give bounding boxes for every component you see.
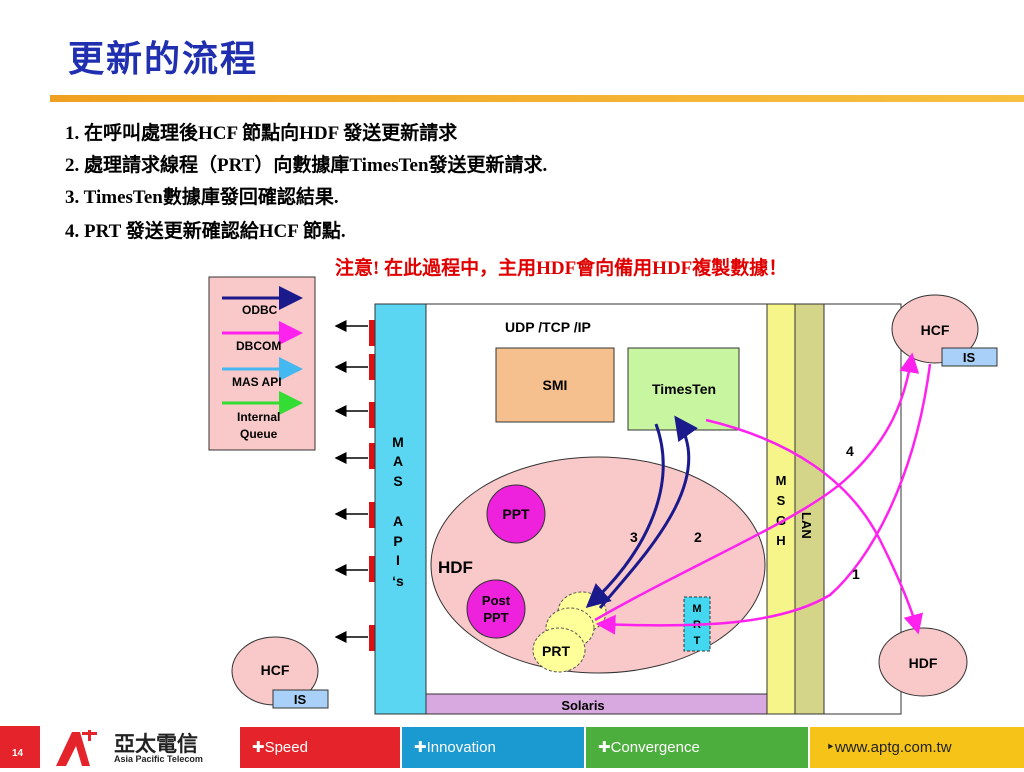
speed-label: ✚Speed [252, 739, 308, 756]
legend-box: ODBC DBCOM MAS API Internal Queue [208, 276, 316, 451]
arrow-3 [585, 423, 665, 608]
website-link[interactable]: ‣www.aptg.com.tw [826, 739, 952, 756]
legend-queue-1: Internal [237, 410, 280, 424]
svg-text:H: H [776, 533, 785, 548]
prt-stack [532, 591, 607, 673]
svg-text:M: M [392, 434, 404, 450]
udp-tcp-ip-label: UDP /TCP /IP [505, 319, 591, 335]
title-underline [50, 95, 1024, 102]
post-ppt-label-2: PPT [483, 610, 508, 625]
svg-text:I: I [396, 552, 400, 568]
legend-queue-2: Queue [240, 427, 278, 441]
step-2: 2. 處理請求線程（PRT）向數據庫TimesTen發送更新請求. [65, 155, 548, 176]
svg-text:P: P [393, 533, 402, 549]
svg-text:S: S [777, 493, 786, 508]
msgh-column [766, 303, 796, 715]
svg-text:T: T [694, 635, 701, 647]
solaris-label: Solaris [561, 698, 604, 713]
hdf-right-label: HDF [909, 655, 938, 671]
svg-text:A: A [393, 453, 403, 469]
is-left-label: IS [294, 692, 307, 707]
api-ports [334, 320, 377, 651]
mas-api-label: M A S A P I ‘s [392, 434, 404, 589]
replication-note: 注意! 在此過程中，主用HDF會向備用HDF複製數據！ [335, 258, 788, 279]
architecture-diagram: ODBC DBCOM MAS API Internal Queue M A S … [208, 276, 998, 715]
step-4: 4. PRT 發送更新確認給HCF 節點. [65, 221, 346, 242]
innovation-label: ✚Innovation [414, 739, 496, 756]
smi-box [495, 347, 615, 423]
is-right-label: IS [963, 350, 976, 365]
legend-odbc: ODBC [242, 303, 278, 317]
hcf-right-label: HCF [921, 322, 950, 338]
arrow-3-label: 3 [630, 529, 638, 545]
svg-text:M: M [692, 603, 701, 615]
post-ppt-node [466, 579, 526, 639]
svg-text:‘s: ‘s [392, 573, 404, 589]
page-title: 更新的流程 [68, 38, 259, 80]
website-band[interactable]: ‣www.aptg.com.tw [810, 727, 1024, 768]
lan-column [794, 303, 825, 715]
speed-band: ✚Speed [240, 727, 400, 768]
lan-label: LAN [799, 512, 814, 539]
arrow-2 [598, 415, 698, 609]
step-1: 1. 在呼叫處理後HCF 節點向HDF 發送更新請求 [65, 123, 458, 144]
hdf-ellipse [430, 456, 766, 674]
aptg-logo-mark [56, 730, 97, 766]
legend-mas-api: MAS API [232, 375, 282, 389]
convergence-band: ✚Convergence [586, 727, 808, 768]
ppt-label: PPT [502, 506, 530, 522]
timesten-label: TimesTen [652, 381, 716, 397]
smi-label: SMI [543, 377, 568, 393]
msgh-label: M S G H [776, 473, 787, 548]
hcf-left-label: HCF [261, 662, 290, 678]
arrow-2-label: 2 [694, 529, 702, 545]
arrow-4 [594, 352, 920, 622]
arrow-4-label: 4 [846, 443, 854, 459]
prt-label: PRT [542, 643, 570, 659]
svg-text:G: G [776, 513, 786, 528]
page-number-box: 14 [0, 726, 40, 768]
post-ppt-label-1: Post [482, 593, 511, 608]
aptg-logo: 亞太電信 Asia Pacific Telecom [50, 728, 235, 768]
convergence-label: ✚Convergence [598, 739, 700, 756]
page-number: 14 [12, 748, 24, 759]
legend-dbcom: DBCOM [236, 339, 281, 353]
arrow-1-label: 1 [852, 566, 860, 582]
mas-api-column [374, 303, 427, 715]
svg-text:S: S [393, 473, 402, 489]
ppt-node [486, 484, 546, 544]
solaris-bar [425, 693, 768, 715]
svg-text:A: A [393, 513, 403, 529]
is-left-box [272, 689, 329, 709]
svg-text:M: M [776, 473, 787, 488]
arrow-replication [705, 418, 924, 635]
innovation-band: ✚Innovation [402, 727, 584, 768]
hcf-right-node [891, 294, 979, 364]
logo-english-name: Asia Pacific Telecom [114, 754, 203, 764]
logo-chinese-name: 亞太電信 [114, 732, 198, 756]
arrow-1 [595, 363, 932, 635]
hdf-label: HDF [438, 558, 473, 577]
step-3: 3. TimesTen數據庫發回確認結果. [65, 187, 339, 208]
is-right-box [941, 347, 998, 367]
